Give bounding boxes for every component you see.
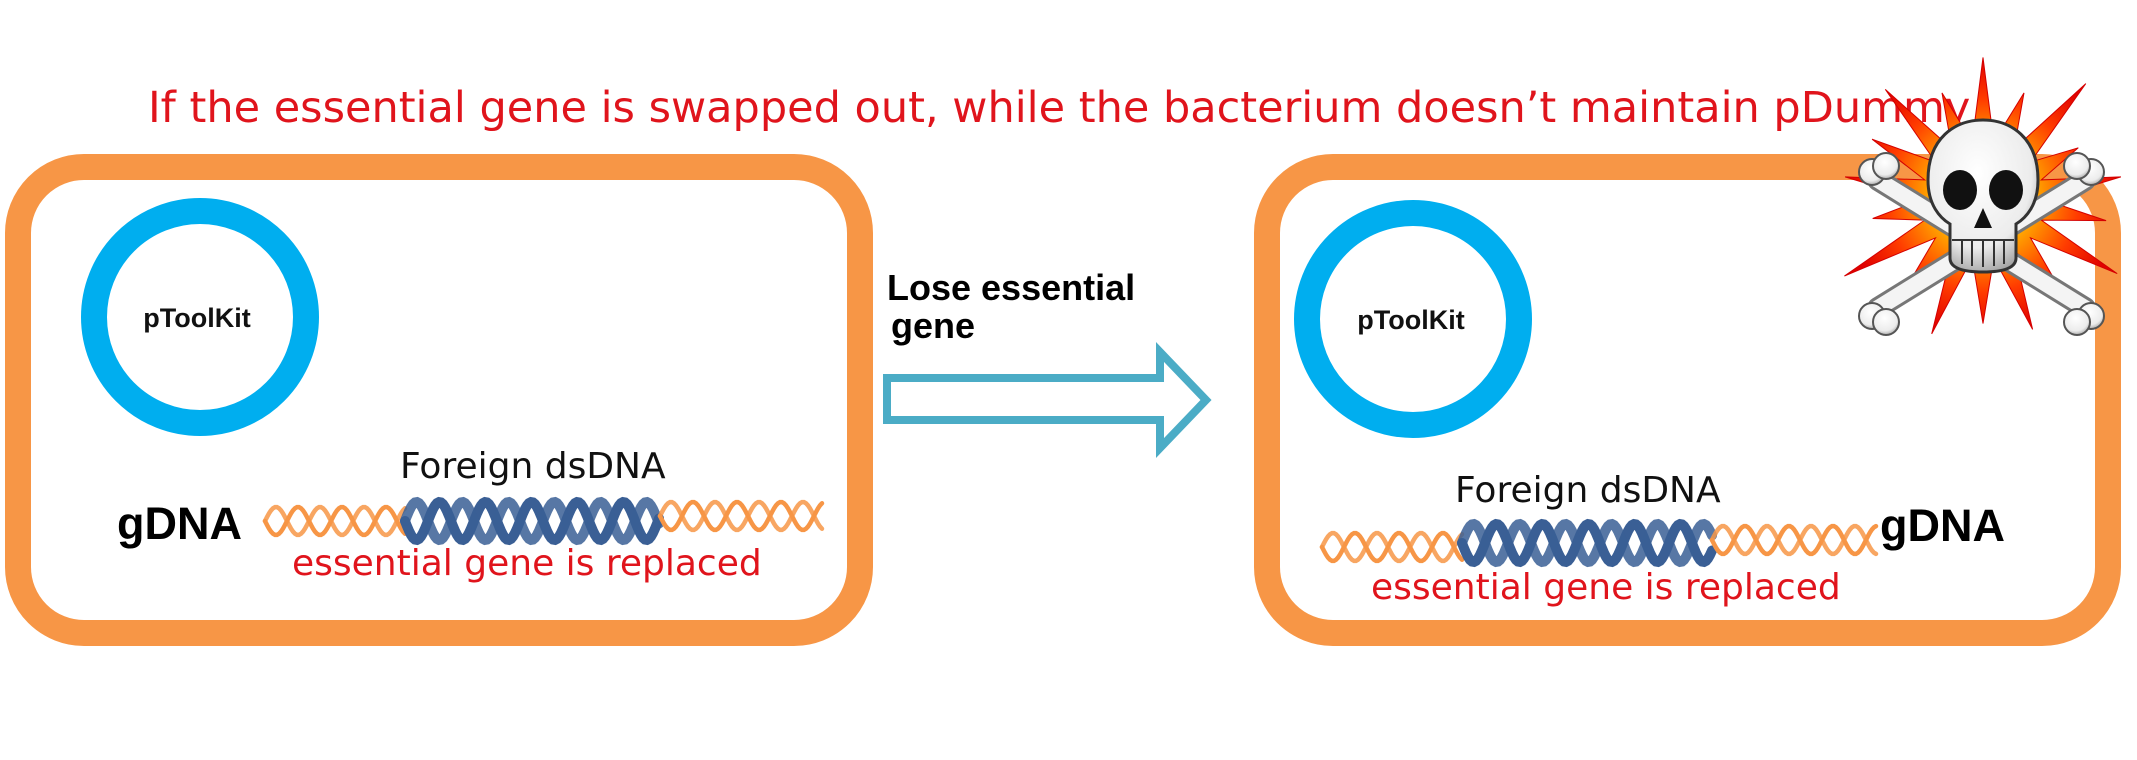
- dna-strand: [1709, 523, 1879, 557]
- plasmid-label: pToolKit: [1357, 305, 1464, 335]
- essential-gene-replaced-label: essential gene is replaced: [1371, 567, 1841, 608]
- dna-strand: [400, 496, 664, 546]
- dna-strand: [657, 499, 825, 533]
- dna-strand: [1709, 523, 1879, 557]
- cell-death-icon: [1844, 57, 2122, 336]
- dna-strand: [1319, 530, 1465, 564]
- arrow-label-line2: gene: [891, 305, 975, 346]
- dna-strand: [262, 504, 408, 538]
- dna-strand: [400, 496, 664, 546]
- plasmid-ring: [81, 198, 319, 436]
- gdna-label: gDNA: [1880, 500, 2005, 551]
- right-cell: pToolKit Foreign dsDNA gDNA essential ge…: [1254, 154, 2121, 646]
- dna-strand: [1319, 530, 1465, 564]
- cell-membrane: [1254, 154, 2121, 646]
- gdna-label: gDNA: [117, 498, 242, 549]
- dna-strand: [1457, 518, 1717, 568]
- arrow-shape: [883, 342, 1212, 458]
- foreign-dsdna-label: Foreign dsDNA: [1455, 470, 1721, 511]
- foreign-dsdna-label: Foreign dsDNA: [400, 446, 666, 487]
- dna-strand: [262, 504, 408, 538]
- essential-gene-replaced-label: essential gene is replaced: [292, 543, 762, 584]
- left-cell: pToolKit gDNA Foreign dsDNA essential ge…: [5, 154, 873, 646]
- dna-strand: [657, 499, 825, 533]
- plasmid-ring: [1294, 200, 1532, 438]
- genomic-dna-helix: [657, 499, 825, 533]
- cell-membrane: [5, 154, 873, 646]
- genomic-dna-helix: [262, 504, 408, 538]
- foreign-dna-helix: [1457, 518, 1717, 568]
- skull-and-crossbones-icon: [1858, 118, 2105, 336]
- foreign-dna-helix: [400, 496, 664, 546]
- transition-arrow: Lose essential gene: [883, 267, 1212, 458]
- genomic-dna-helix: [1319, 530, 1465, 564]
- plasmid-label: pToolKit: [143, 303, 250, 333]
- genomic-dna-helix: [1709, 523, 1879, 557]
- arrow-label-line1: Lose essential: [887, 267, 1135, 308]
- page-title: If the essential gene is swapped out, wh…: [148, 83, 1970, 133]
